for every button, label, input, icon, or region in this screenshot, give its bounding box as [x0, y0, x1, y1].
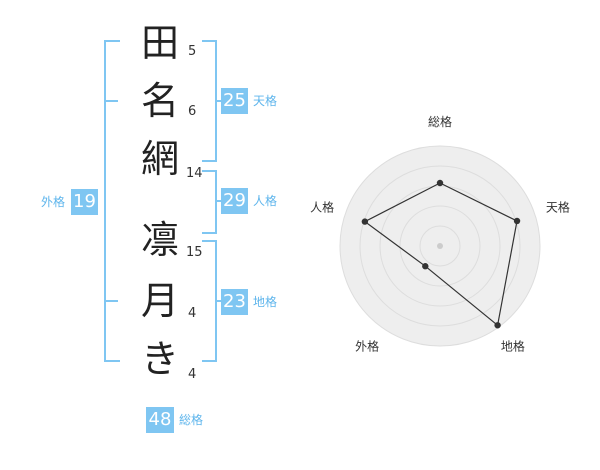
- name-char-6: き: [140, 337, 179, 381]
- gaikaku-bracket: [104, 40, 120, 362]
- radar-ring: [419, 225, 461, 267]
- name-char-4: 凛: [140, 218, 179, 262]
- radar-axis-gaikaku: 外格: [355, 338, 379, 353]
- radar-ring: [359, 165, 521, 327]
- bracket-tick: [215, 100, 222, 102]
- radar-point-3: [494, 322, 501, 329]
- stroke-count-4: 15: [186, 245, 203, 260]
- stroke-count-2: 6: [188, 104, 197, 119]
- radar-axis-jinkaku: 人格: [310, 200, 334, 215]
- gaikaku-label: 外格: [41, 195, 66, 209]
- soukaku-label: 総格: [179, 413, 204, 427]
- chikaku-label: 地格: [253, 295, 278, 309]
- radar-series-line: [363, 182, 518, 327]
- radar-axis-chikaku: 地格: [501, 338, 525, 353]
- radar-point-1: [436, 179, 444, 187]
- radar-point-4: [422, 263, 429, 270]
- bracket-tick: [215, 200, 222, 202]
- stroke-count-5: 4: [188, 306, 197, 321]
- radar-axis-tenkaku: 天格: [546, 200, 570, 215]
- jinkaku-label: 人格: [253, 194, 278, 208]
- stroke-count-3: 14: [186, 166, 203, 181]
- gaikaku-value: 19: [71, 189, 98, 215]
- soukaku-value: 48: [146, 407, 174, 433]
- bracket-tick: [104, 100, 118, 102]
- tenkaku-label: 天格: [253, 94, 278, 108]
- bracket-tick: [104, 300, 118, 302]
- stroke-count-6: 4: [188, 367, 197, 382]
- radar-center: [437, 243, 443, 249]
- bracket-tick: [215, 300, 222, 302]
- stroke-count-1: 5: [188, 44, 197, 59]
- name-char-1: 田: [140, 21, 179, 65]
- name-char-5: 月: [140, 279, 179, 323]
- radar-axis-soukaku: 総格: [428, 114, 452, 129]
- radar-point-2: [513, 217, 521, 225]
- radar-ring: [399, 205, 481, 287]
- name-char-2: 名: [140, 79, 179, 123]
- name-char-3: 網: [140, 137, 179, 181]
- radar-point-5: [361, 218, 369, 225]
- tenkaku-value: 25: [221, 88, 248, 114]
- radar-ring: [339, 145, 541, 347]
- chikaku-value: 23: [221, 289, 248, 315]
- radar-chart: 総格 天格 地格 外格 人格: [310, 114, 570, 353]
- jinkaku-value: 29: [221, 188, 248, 214]
- jinkaku-bracket: [202, 170, 217, 234]
